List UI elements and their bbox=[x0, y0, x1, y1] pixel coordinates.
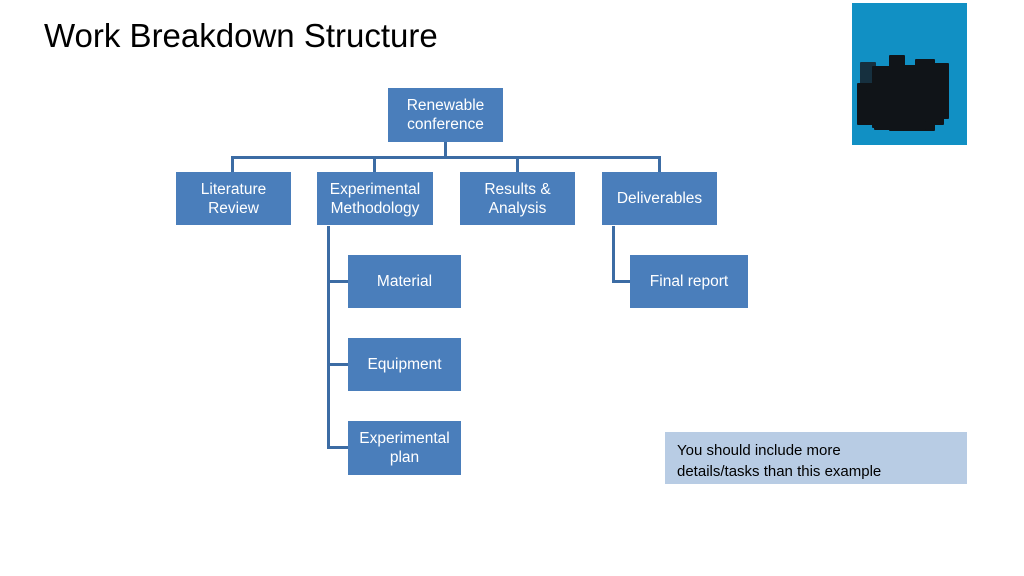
wbs-node-root-line1: Renewable bbox=[406, 97, 485, 114]
connector-deliverables-to-final-report bbox=[612, 280, 632, 283]
connector-methodology-to-experimental-plan bbox=[327, 446, 349, 449]
wbs-node-literature-review-line1: Literature bbox=[200, 180, 267, 198]
wbs-node-literature-review-line2: Review bbox=[208, 199, 259, 217]
note-line-2: details/tasks than this example bbox=[677, 463, 882, 480]
connector-stem-literature-review bbox=[231, 156, 234, 173]
wbs-node-experimental-methodology-line2: Methodology bbox=[330, 199, 420, 217]
wbs-node-material-line1: Material bbox=[376, 273, 433, 290]
connector-stem-deliverables bbox=[658, 156, 661, 173]
wbs-node-material[interactable]: Material bbox=[348, 255, 461, 308]
wbs-node-results-analysis-line2: Analysis bbox=[488, 199, 547, 217]
image-shape-9 bbox=[874, 121, 926, 130]
wbs-node-deliverables-line1: Deliverables bbox=[616, 190, 703, 207]
wbs-node-final-report-line1: Final report bbox=[649, 273, 729, 290]
connector-methodology-spine bbox=[327, 226, 330, 449]
wbs-node-equipment-line1: Equipment bbox=[367, 356, 442, 373]
wbs-node-root[interactable]: Renewable conference bbox=[388, 88, 503, 142]
image-shape-8 bbox=[866, 91, 944, 125]
connector-root-stem bbox=[444, 142, 447, 158]
connector-stem-results-analysis bbox=[516, 156, 519, 173]
wbs-node-final-report[interactable]: Final report bbox=[630, 255, 748, 308]
wbs-node-deliverables[interactable]: Deliverables bbox=[602, 172, 717, 225]
page-title: Work Breakdown Structure bbox=[44, 17, 438, 54]
wbs-node-experimental-plan-line1: Experimental bbox=[359, 430, 450, 447]
wbs-node-equipment[interactable]: Equipment bbox=[348, 338, 461, 391]
wbs-node-results-analysis-line1: Results & bbox=[484, 180, 551, 198]
connector-deliverables-spine bbox=[612, 226, 615, 283]
wbs-node-experimental-plan-line2: plan bbox=[389, 449, 420, 466]
note-callout: You should include more details/tasks th… bbox=[665, 432, 967, 484]
connector-methodology-to-material bbox=[327, 280, 349, 283]
wbs-node-experimental-methodology-line1: Experimental bbox=[329, 180, 421, 198]
slide-image-placeholder bbox=[852, 3, 967, 145]
connector-stem-experimental-methodology bbox=[373, 156, 376, 173]
note-line-1: You should include more bbox=[677, 442, 841, 459]
wbs-node-results-analysis[interactable]: Results & Analysis bbox=[460, 172, 575, 225]
connector-level2-bus bbox=[231, 156, 661, 159]
wbs-node-experimental-plan[interactable]: Experimental plan bbox=[348, 421, 461, 475]
connector-methodology-to-equipment bbox=[327, 363, 349, 366]
wbs-node-root-line2: conference bbox=[407, 116, 484, 133]
wbs-node-literature-review[interactable]: Literature Review bbox=[176, 172, 291, 225]
wbs-node-experimental-methodology[interactable]: Experimental Methodology bbox=[317, 172, 433, 225]
